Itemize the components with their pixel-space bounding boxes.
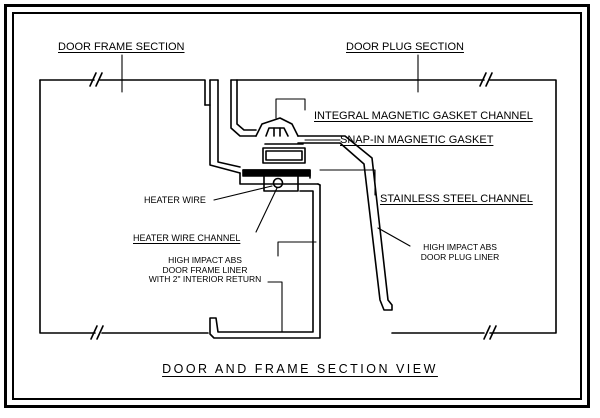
break-mark-frame-top	[89, 72, 103, 87]
label-frame-liner-line1: HIGH IMPACT ABS	[168, 255, 242, 265]
leader-lines	[121, 54, 419, 333]
label-stainless-channel: STAINLESS STEEL CHANNEL	[380, 193, 533, 205]
stainless-steel-channel	[239, 169, 321, 186]
label-door-plug-section: DOOR PLUG SECTION	[346, 41, 464, 53]
label-frame-liner-line3: WITH 2" INTERIOR RETURN	[148, 274, 262, 284]
door-plug-liner	[230, 79, 557, 334]
snap-in-gasket	[262, 143, 306, 164]
door-frame-outline	[39, 79, 209, 334]
door-frame-liner	[204, 79, 321, 339]
label-plug-liner: HIGH IMPACT ABS DOOR PLUG LINER	[405, 242, 515, 262]
break-mark-plug-bottom	[483, 325, 497, 340]
break-mark-plug-top	[479, 72, 493, 87]
inner-border	[12, 12, 582, 400]
outer-border	[4, 4, 590, 408]
label-snap-in-gasket: SNAP-IN MAGNETIC GASKET	[340, 134, 494, 146]
break-mark-frame-bottom	[90, 325, 104, 340]
label-heater-wire-channel: HEATER WIRE CHANNEL	[133, 233, 241, 243]
heater-wire-channel	[263, 175, 299, 192]
label-plug-liner-line2: DOOR PLUG LINER	[420, 251, 500, 262]
label-door-frame-section: DOOR FRAME SECTION	[58, 41, 185, 53]
integral-gasket-channel	[255, 117, 299, 137]
diagram-title: DOOR AND FRAME SECTION VIEW	[162, 362, 438, 376]
label-heater-wire: HEATER WIRE	[144, 195, 206, 205]
label-integral-gasket-channel: INTEGRAL MAGNETIC GASKET CHANNEL	[314, 110, 533, 122]
label-frame-liner-line2: DOOR FRAME LINER	[162, 264, 248, 275]
label-frame-liner: HIGH IMPACT ABS DOOR FRAME LINER WITH 2"…	[130, 255, 280, 285]
label-plug-liner-line1: HIGH IMPACT ABS	[423, 242, 497, 252]
